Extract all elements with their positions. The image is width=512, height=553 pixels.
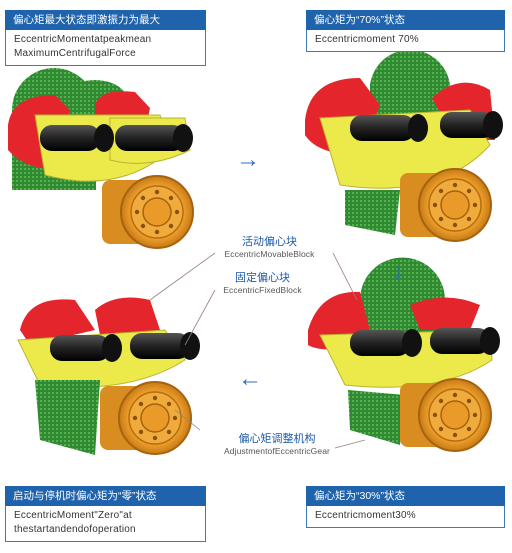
caption-line: Eccentricmoment 70% xyxy=(315,34,419,45)
caption-line: thestartandendofoperation xyxy=(14,524,136,535)
label-cn: 固定偏心块 xyxy=(235,272,290,284)
caption-30: 偏心矩为“30%”状态 Eccentricmoment30% xyxy=(306,486,505,528)
motor xyxy=(99,381,192,455)
arrow-down-icon: ↓ xyxy=(392,258,404,285)
label-movable-block: 活动偏心块 EccentricMovableBlock xyxy=(212,236,327,260)
caption-body: EccentricMoment"Zero"at thestartandendof… xyxy=(5,506,206,542)
shaft xyxy=(50,335,110,361)
gear-wheel xyxy=(35,380,100,455)
caption-line: Eccentricmoment30% xyxy=(315,510,416,521)
motor xyxy=(101,175,194,249)
caption-title: 启动与停机时偏心矩为“零”状态 xyxy=(5,486,206,506)
label-adjustment-gear: 偏心矩调整机构 AdjustmentofEccentricGear xyxy=(212,433,342,457)
arrow-left-icon: ← xyxy=(238,365,262,392)
shaft xyxy=(40,125,100,151)
caption-line: MaximumCentrifugalForce xyxy=(14,48,136,59)
label-en: EccentricFixedBlock xyxy=(223,285,302,295)
label-en: EccentricMovableBlock xyxy=(224,249,315,259)
assembly-zero xyxy=(17,297,200,455)
caption-body: Eccentricmoment 70% xyxy=(306,30,505,52)
caption-title: 偏心矩最大状态即激振力为最大 xyxy=(5,10,206,30)
leader-gear-right xyxy=(334,439,366,449)
caption-line: EccentricMoment"Zero"at xyxy=(14,510,132,521)
leader-fixed xyxy=(184,289,216,346)
movable-block xyxy=(20,299,95,345)
assembly-max xyxy=(8,68,194,249)
leader-lines xyxy=(149,252,366,449)
shaft xyxy=(350,115,415,141)
caption-line: EccentricMomentatpeakmean xyxy=(14,34,152,45)
caption-body: Eccentricmoment30% xyxy=(306,506,505,528)
caption-zero: 启动与停机时偏心矩为“零”状态 EccentricMoment"Zero"at … xyxy=(5,486,206,542)
caption-body: EccentricMomentatpeakmean MaximumCentrif… xyxy=(5,30,206,66)
shaft xyxy=(350,330,410,356)
caption-title: 偏心矩为“30%”状态 xyxy=(306,486,505,506)
motor xyxy=(399,168,492,242)
leader-movable-right xyxy=(332,252,358,301)
label-cn: 偏心矩调整机构 xyxy=(238,433,316,445)
leader-gear-left xyxy=(174,409,201,431)
caption-70: 偏心矩为“70%”状态 Eccentricmoment 70% xyxy=(306,10,505,52)
label-fixed-block: 固定偏心块 EccentricFixedBlock xyxy=(205,272,320,296)
label-cn: 活动偏心块 xyxy=(242,236,297,248)
label-en: AdjustmentofEccentricGear xyxy=(224,446,330,456)
assembly-70 xyxy=(305,49,503,242)
arrow-right-icon: → xyxy=(236,146,260,173)
motor xyxy=(399,378,492,452)
assembly-30 xyxy=(308,257,500,452)
caption-title: 偏心矩为“70%”状态 xyxy=(306,10,505,30)
leader-movable-left xyxy=(149,252,216,301)
caption-max: 偏心矩最大状态即激振力为最大 EccentricMomentatpeakmean… xyxy=(5,10,206,66)
